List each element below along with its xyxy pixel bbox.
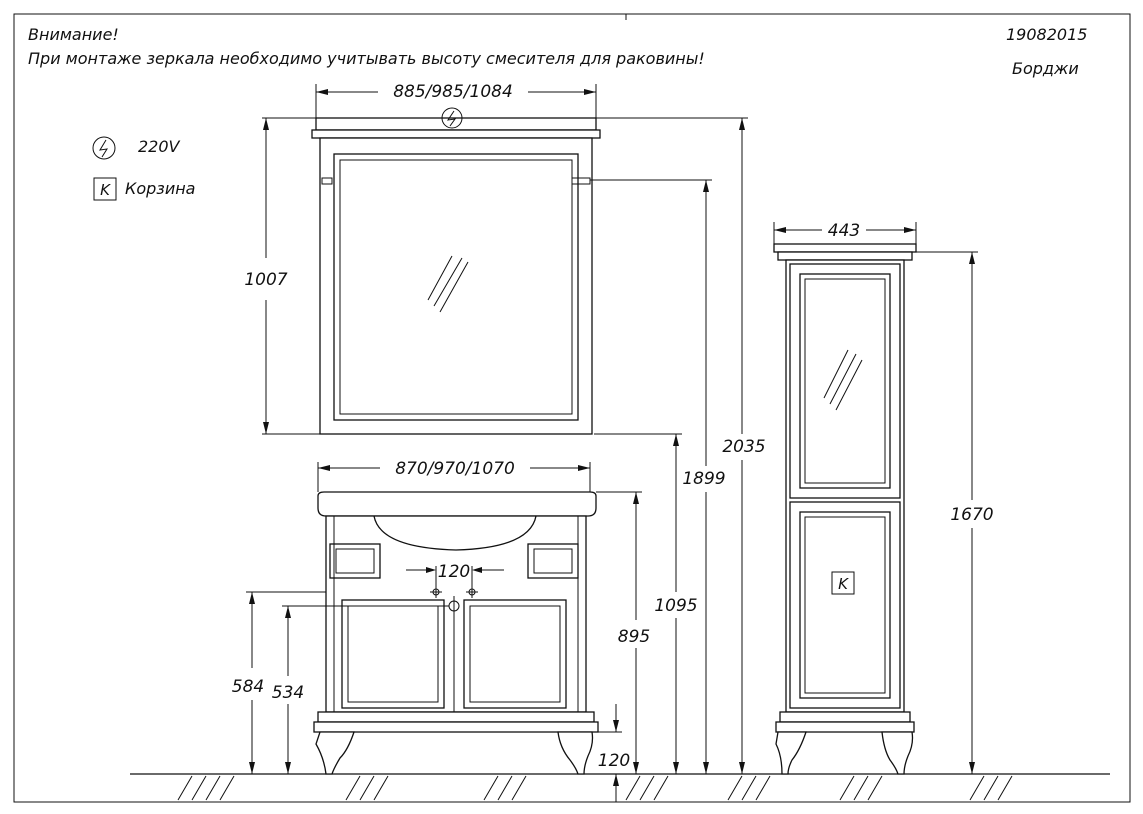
svg-text:534: 534 (272, 683, 304, 703)
svg-text:K: K (100, 181, 111, 199)
dim-vanity-total-height: 1095 (594, 433, 698, 774)
svg-text:1670: 1670 (950, 505, 993, 525)
svg-text:584: 584 (232, 677, 264, 697)
dim-vanity-height: 895 (596, 491, 650, 774)
mirror-power-icon (441, 107, 463, 129)
mirror-cabinet (311, 107, 601, 435)
dim-total-height: 2035 (596, 117, 766, 774)
dim-leg-height: 120 (598, 704, 630, 802)
basket-symbol-icon: K (93, 177, 117, 201)
dim-vanity-width: 870/970/1070 (317, 459, 591, 492)
warning-text: При монтаже зеркала необходимо учитывать… (28, 49, 705, 68)
svg-text:885/985/1084: 885/985/1084 (393, 82, 513, 102)
drawing-code: 19082015 (1006, 25, 1088, 44)
dim-column-height: 1670 (904, 251, 994, 774)
legend-basket-label: Корзина (125, 179, 196, 198)
dim-mirror-height: 1007 (244, 117, 320, 435)
warning-title: Внимание! (28, 25, 119, 44)
svg-text:K: K (838, 575, 849, 593)
dim-drain-height-1: 584 (232, 591, 326, 774)
drawing-frame (13, 13, 1131, 803)
svg-text:1007: 1007 (244, 270, 287, 290)
dim-faucet-spacing: 120 (406, 562, 504, 588)
svg-text:895: 895 (618, 627, 650, 647)
svg-text:1095: 1095 (654, 596, 697, 616)
dim-column-width: 443 (773, 221, 917, 244)
dim-mirror-width: 885/985/1084 (315, 82, 597, 118)
vanity-unit (313, 491, 599, 775)
svg-text:120: 120 (598, 751, 630, 771)
power-symbol-icon (92, 136, 116, 160)
floor-line (130, 773, 1110, 801)
svg-text:443: 443 (828, 221, 860, 241)
dim-mirror-top-height: 1899 (590, 179, 726, 774)
svg-text:2035: 2035 (722, 437, 765, 457)
dim-drain-height-2: 534 (272, 605, 449, 774)
svg-text:120: 120 (438, 562, 470, 582)
svg-text:870/970/1070: 870/970/1070 (395, 459, 515, 479)
svg-text:1899: 1899 (682, 469, 725, 489)
legend-power-label: 220V (138, 137, 180, 156)
tall-column: K (773, 243, 917, 775)
column-basket-icon: K (831, 571, 855, 595)
model-name: Борджи (1012, 59, 1079, 78)
